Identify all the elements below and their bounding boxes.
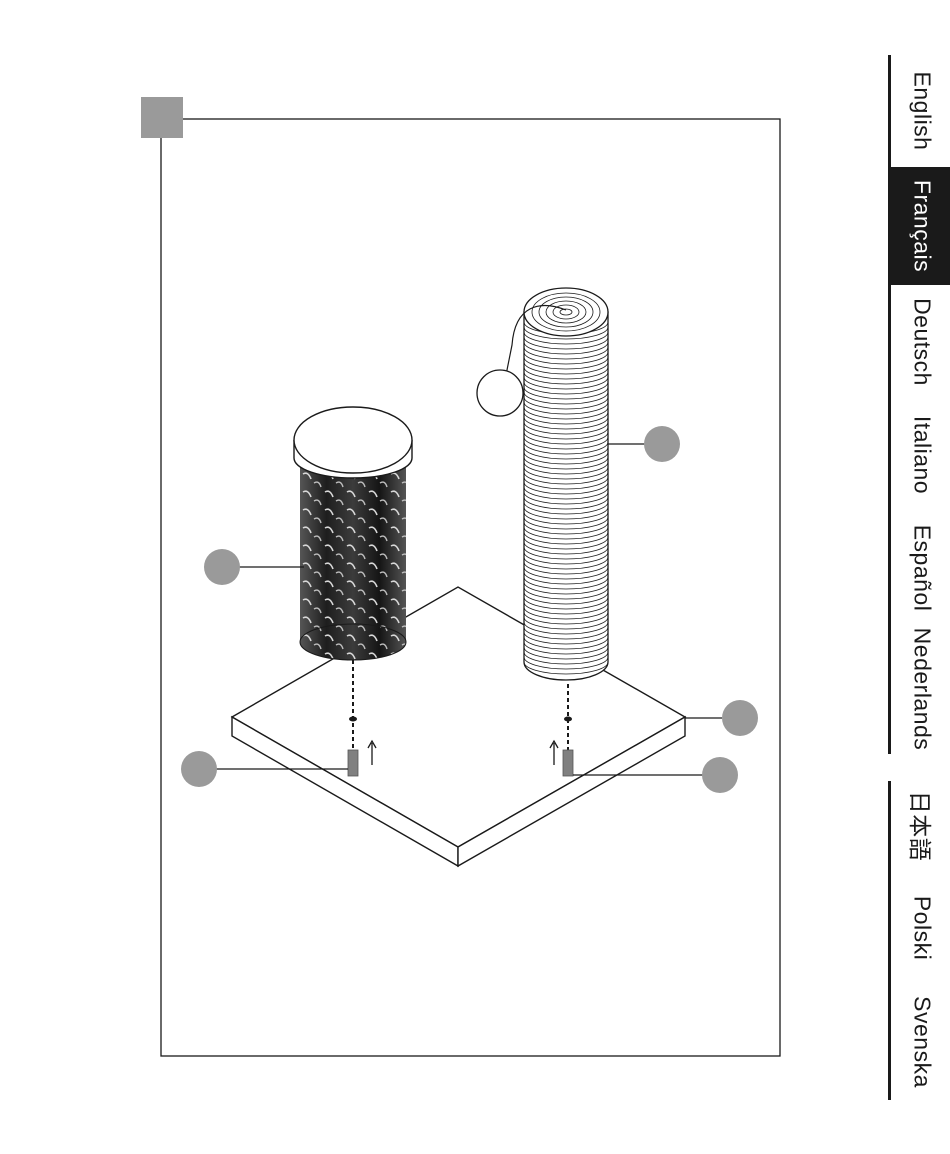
base-board — [232, 587, 685, 866]
figure-frame — [161, 119, 780, 1056]
tab-italiano[interactable]: Italiano — [888, 398, 950, 511]
toy-ball — [477, 370, 523, 416]
step-marker — [141, 97, 183, 138]
tab-label-deutsch: Deutsch — [909, 298, 936, 386]
tab-label-english: English — [909, 72, 936, 151]
sisal-post — [524, 288, 608, 680]
callout-base-board — [722, 700, 758, 736]
language-tabs: English Français Deutsch Italiano Españo… — [888, 55, 950, 1100]
tab-polski[interactable]: Polski — [888, 871, 950, 984]
callout-brush-post — [204, 549, 240, 585]
brush-post — [294, 407, 412, 662]
tab-label-japanese: 日本語 — [905, 791, 939, 862]
tab-english[interactable]: English — [888, 55, 950, 167]
tab-japanese[interactable]: 日本語 — [888, 781, 950, 871]
tab-svenska[interactable]: Svenska — [888, 984, 950, 1100]
tab-espanol[interactable]: Español — [888, 511, 950, 624]
hole-left — [349, 717, 357, 722]
tab-francais[interactable]: Français — [888, 167, 950, 285]
tab-label-espanol: Español — [909, 524, 936, 611]
tab-label-nederlands: Nederlands — [909, 628, 936, 751]
callout-screw-right — [702, 757, 738, 793]
tab-label-italiano: Italiano — [909, 415, 936, 493]
tab-label-polski: Polski — [909, 895, 936, 959]
tab-label-francais: Français — [909, 180, 936, 272]
tab-label-svenska: Svenska — [909, 996, 936, 1088]
screw-right — [563, 750, 573, 776]
tab-deutsch[interactable]: Deutsch — [888, 285, 950, 398]
hole-right — [564, 717, 572, 722]
callout-screw-left — [181, 751, 217, 787]
tab-nederlands[interactable]: Nederlands — [888, 624, 950, 754]
callout-sisal-post — [644, 426, 680, 462]
screw-left — [348, 750, 358, 776]
